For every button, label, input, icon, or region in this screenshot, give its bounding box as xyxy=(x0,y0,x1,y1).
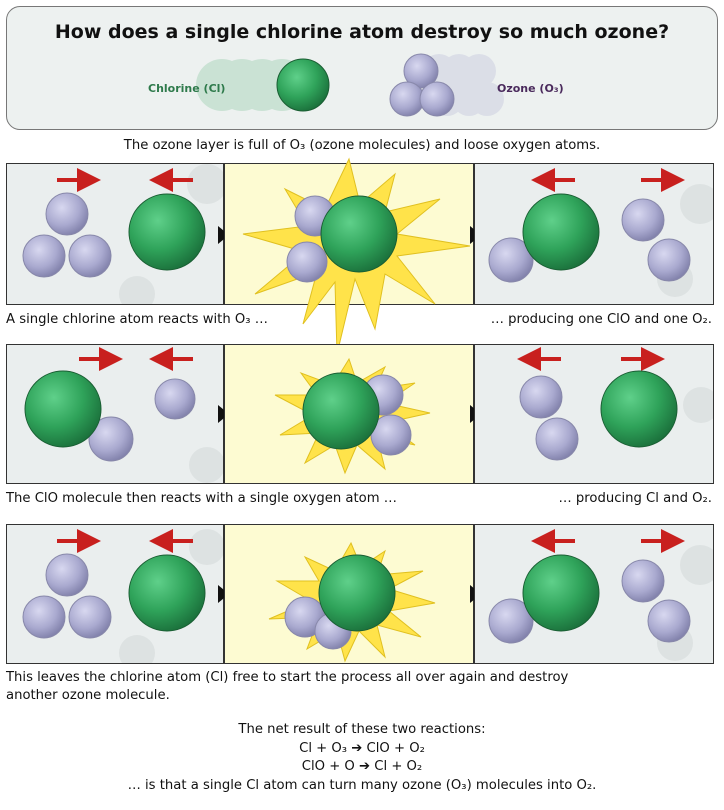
row3-before-panel xyxy=(6,524,224,664)
ozone-molecule-icon xyxy=(389,53,455,117)
row1-before-panel xyxy=(6,163,224,305)
row3-arrow-icon xyxy=(218,585,229,603)
row2-reaction-panel xyxy=(224,344,474,484)
intro-text: The ozone layer is full of O₃ (ozone mol… xyxy=(123,138,601,153)
row3-caption-line1: This leaves the chlorine atom (Cl) free … xyxy=(6,670,569,685)
net-intro: The net result of these two reactions: xyxy=(238,722,486,737)
legend-graphic xyxy=(196,53,504,117)
equation-2: ClO + O ➔ Cl + O₂ xyxy=(301,759,423,774)
row3-after-panel xyxy=(474,524,714,664)
ozone-legend-label: Ozone (O₃) xyxy=(497,82,564,95)
row2-caption-right: … producing Cl and O₂. xyxy=(558,491,712,506)
chlorine-atom-icon xyxy=(276,58,330,112)
page-title: How does a single chlorine atom destroy … xyxy=(54,21,670,43)
row2-arrow-icon xyxy=(218,405,229,423)
row2-after-panel xyxy=(474,344,714,484)
row2-caption-left: The ClO molecule then reacts with a sing… xyxy=(6,491,397,506)
row1-reaction-panel xyxy=(224,157,474,355)
header-box: How does a single chlorine atom destroy … xyxy=(6,6,718,130)
row1-caption-left: A single chlorine atom reacts with O₃ … xyxy=(6,312,268,327)
net-conclusion: … is that a single Cl atom can turn many… xyxy=(127,778,597,793)
row3-caption-line2: another ozone molecule. xyxy=(6,688,170,703)
equation-1: Cl + O₃ ➔ ClO + O₂ xyxy=(299,741,425,756)
row1-after-panel xyxy=(474,163,714,305)
row3-reaction-panel xyxy=(224,524,474,664)
row1-arrow-icon xyxy=(218,226,229,244)
row1-caption-right: … producing one ClO and one O₂. xyxy=(490,312,712,327)
chlorine-legend-label: Chlorine (Cl) xyxy=(148,82,226,95)
row2-before-panel xyxy=(6,344,224,484)
